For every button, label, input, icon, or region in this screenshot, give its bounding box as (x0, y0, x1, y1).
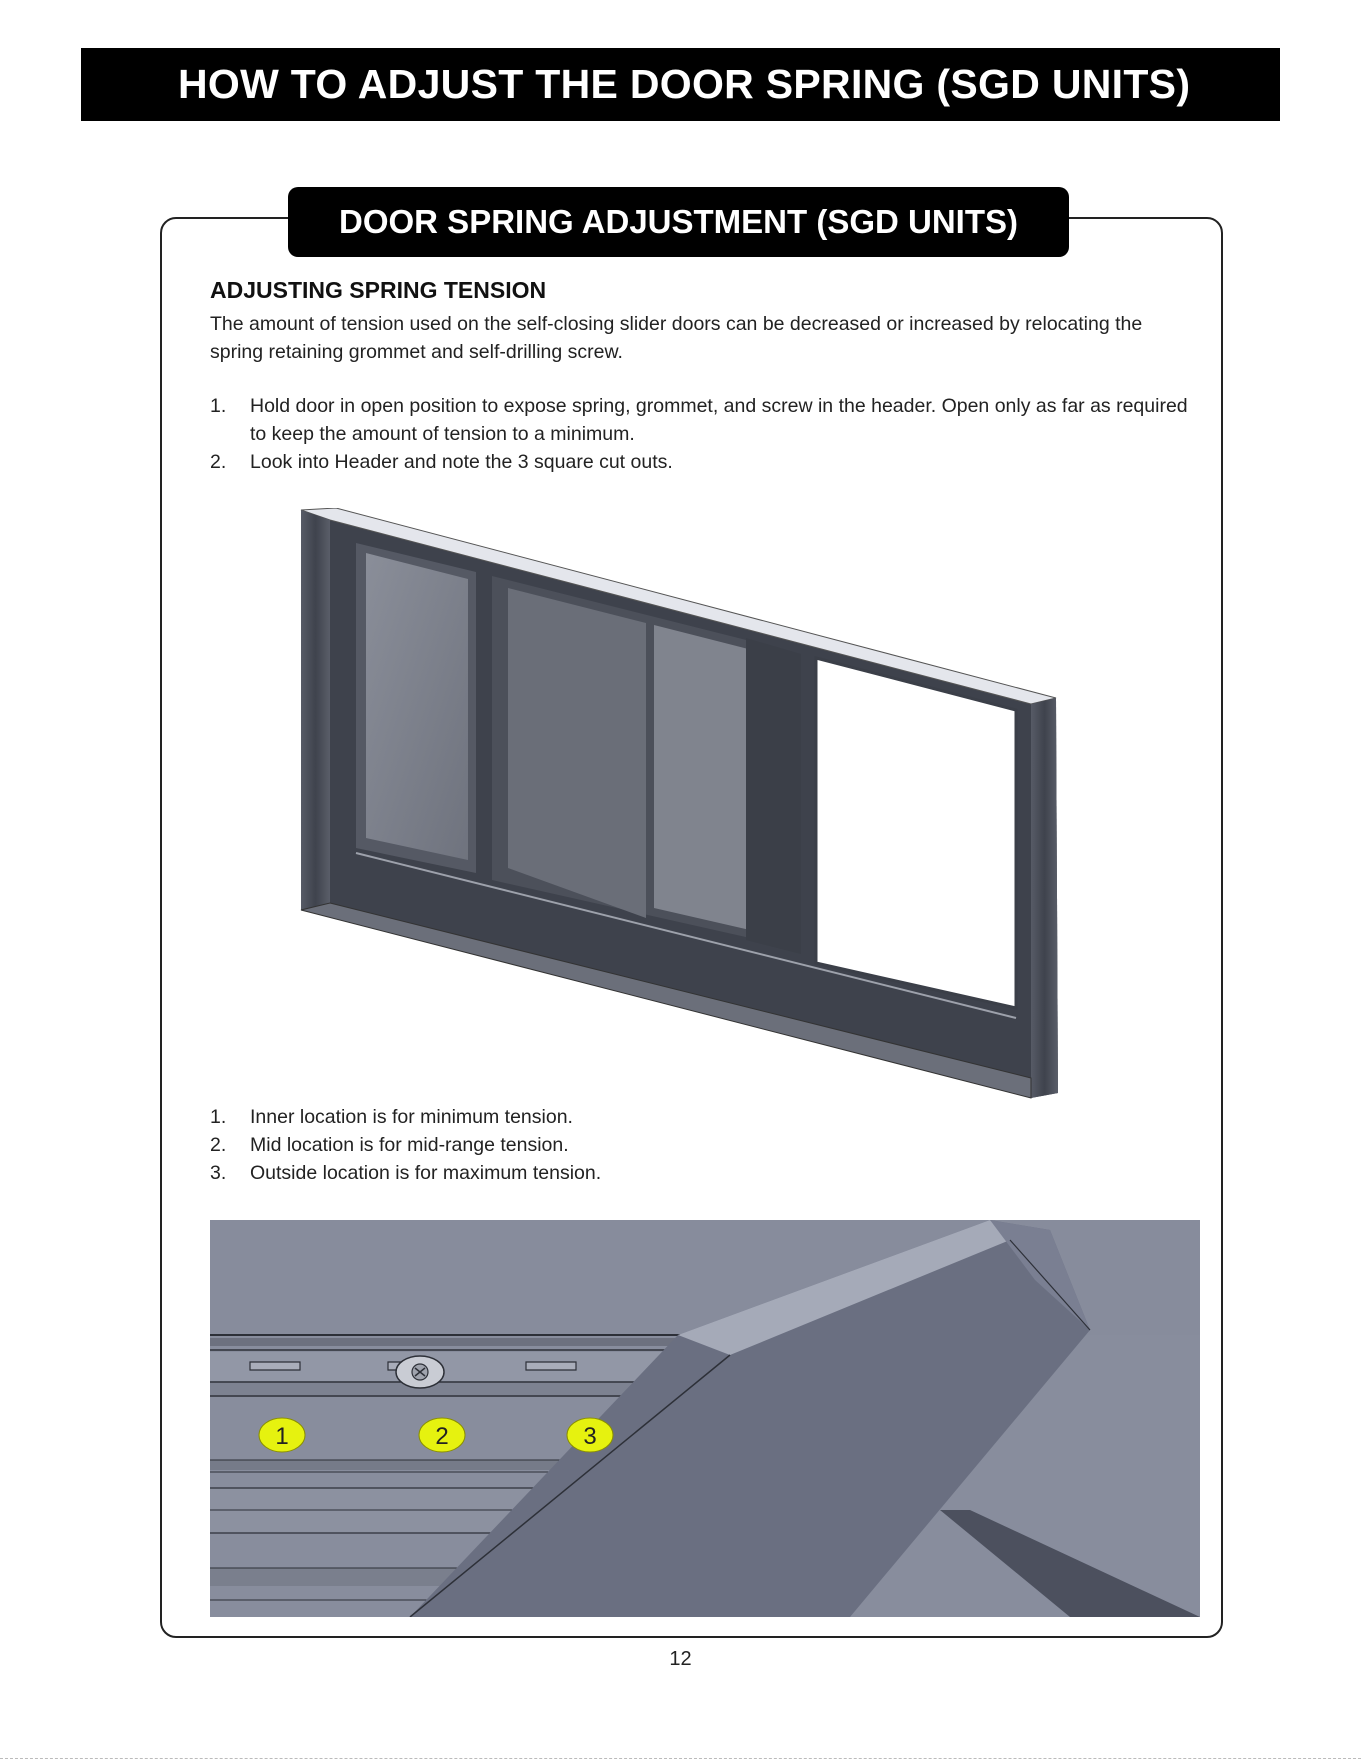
tension-locations: 1. Inner location is for minimum tension… (210, 1103, 1200, 1187)
sliding-door-glass-left (508, 588, 646, 918)
step-number: 2. (210, 451, 227, 473)
intro-paragraph: The amount of tension used on the self-c… (210, 313, 1143, 363)
step-item: 2. Look into Header and note the 3 squar… (210, 448, 1200, 476)
page-title-banner: HOW TO ADJUST THE DOOR SPRING (SGD UNITS… (81, 48, 1280, 121)
instruction-steps: 1. Hold door in open position to expose … (210, 392, 1200, 476)
page-number: 12 (669, 1648, 692, 1670)
header-cutouts-illustration: 1 2 3 (210, 1220, 1200, 1617)
sliding-door-unit-illustration (300, 508, 1058, 1099)
step-text: Look into Header and note the 3 square c… (250, 451, 673, 473)
right-opening (814, 656, 1018, 1010)
step-text: Hold door in open position to expose spr… (250, 395, 1188, 445)
bottom-sill (300, 902, 1032, 1099)
end-cap-edge-highlight (678, 1220, 1010, 1355)
section-heading: ADJUSTING SPRING TENSION (210, 277, 547, 303)
mullion (746, 638, 801, 954)
page-title: HOW TO ADJUST THE DOOR SPRING (SGD UNITS… (178, 61, 1191, 107)
cutout-3 (525, 1361, 577, 1371)
location-number: 3. (210, 1162, 227, 1184)
panel-title: DOOR SPRING ADJUSTMENT (SGD UNITS) (288, 187, 1069, 257)
location-item: 2. Mid location is for mid-range tension… (210, 1131, 1200, 1159)
callout-2: 2 (418, 1417, 466, 1453)
step-item: 1. Hold door in open position to expose … (210, 392, 1200, 448)
callout-1: 1 (258, 1417, 306, 1453)
callout-3: 3 (566, 1417, 614, 1453)
end-cap-face (410, 1220, 1090, 1617)
callout-2-label: 2 (435, 1423, 448, 1450)
left-jamb (301, 510, 330, 913)
end-cap-bottom (940, 1510, 1200, 1617)
location-number: 1. (210, 1106, 227, 1128)
callout-1-label: 1 (275, 1423, 288, 1450)
location-text: Outside location is for maximum tension. (250, 1162, 602, 1184)
sliding-door-glass-right (654, 625, 776, 936)
left-panel-glass (366, 553, 468, 860)
step-number: 1. (210, 395, 227, 417)
location-item: 1. Inner location is for minimum tension… (210, 1103, 1200, 1131)
location-number: 2. (210, 1134, 227, 1156)
page-bottom-rule (0, 1758, 1361, 1759)
right-jamb (1031, 698, 1058, 1098)
location-text: Inner location is for minimum tension. (250, 1106, 573, 1128)
callout-3-label: 3 (583, 1423, 596, 1450)
location-text: Mid location is for mid-range tension. (250, 1134, 569, 1156)
location-item: 3. Outside location is for maximum tensi… (210, 1159, 1200, 1187)
cutout-1 (249, 1361, 301, 1371)
